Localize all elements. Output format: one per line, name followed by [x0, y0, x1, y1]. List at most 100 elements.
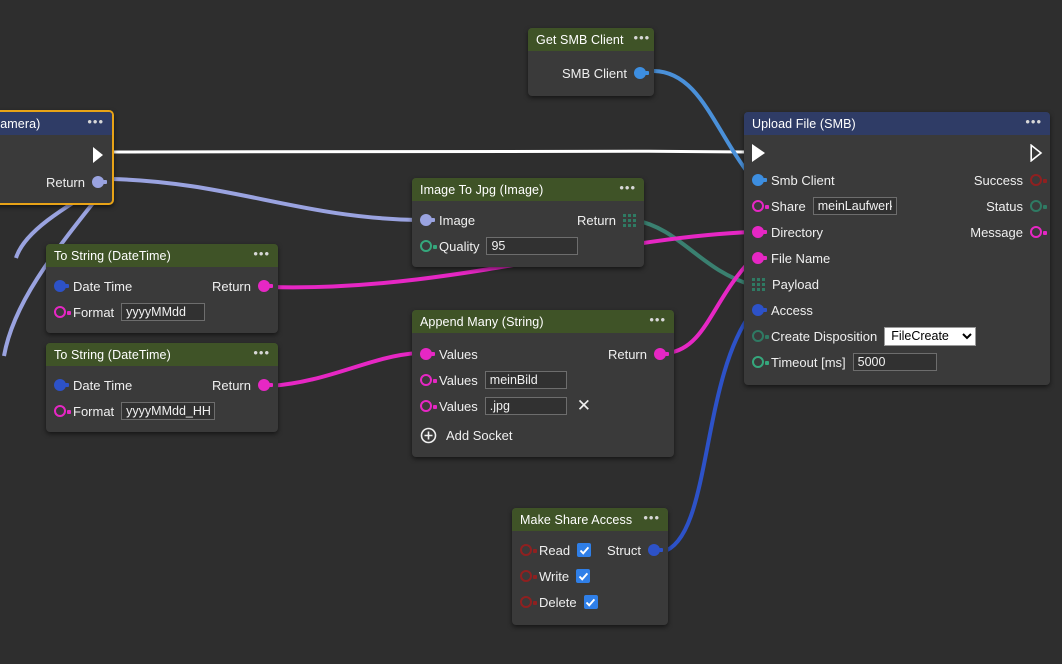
socket-status-out[interactable]: [1030, 200, 1047, 212]
socket-return-out[interactable]: [654, 348, 669, 360]
node-header[interactable]: Make Share Access •••: [512, 508, 668, 531]
node-menu-button[interactable]: •••: [1025, 113, 1042, 129]
node-to-string-datetime-1[interactable]: To String (DateTime) ••• Date Time Retur…: [46, 244, 278, 333]
socket-delete-in[interactable]: [520, 596, 537, 608]
node-image-camera[interactable]: Image (Camera) ••• Camera Return: [0, 110, 114, 205]
socket-create-disposition-in[interactable]: [752, 330, 769, 342]
socket-return-struct-out[interactable]: [623, 213, 636, 227]
exec-output-icon[interactable]: [92, 146, 104, 164]
input-label: Write: [539, 568, 570, 584]
input-label: Date Time: [73, 377, 133, 393]
socket-write-in[interactable]: [520, 570, 537, 582]
node-image-to-jpg[interactable]: Image To Jpg (Image) ••• Image Return Qu…: [412, 178, 644, 267]
values-input-1[interactable]: [484, 371, 567, 389]
socket-struct-out[interactable]: [648, 544, 663, 556]
exec-row: [744, 139, 1050, 167]
node-menu-button[interactable]: •••: [253, 344, 270, 360]
output-row-smb-client: SMB Client: [528, 60, 654, 86]
output-label: Return: [211, 377, 251, 393]
socket-image-in[interactable]: [420, 214, 435, 226]
socket-smb-client-in[interactable]: [752, 174, 767, 186]
row-format: Format: [46, 398, 278, 424]
socket-quality-in[interactable]: [420, 240, 437, 252]
node-header[interactable]: Append Many (String) •••: [412, 310, 674, 333]
timeout-input[interactable]: [852, 353, 937, 371]
input-label: Delete: [539, 594, 577, 610]
node-get-smb-client[interactable]: Get SMB Client ••• SMB Client: [528, 28, 654, 96]
values-input-2[interactable]: [484, 397, 567, 415]
input-label: Format: [73, 403, 115, 419]
socket-values-in-2[interactable]: [420, 400, 437, 412]
node-header[interactable]: To String (DateTime) •••: [46, 244, 278, 267]
node-header[interactable]: To String (DateTime) •••: [46, 343, 278, 366]
node-header[interactable]: Get SMB Client •••: [528, 28, 654, 51]
node-menu-button[interactable]: •••: [633, 29, 651, 45]
socket-timeout-in[interactable]: [752, 356, 769, 368]
row-date-time: Date Time Return: [46, 273, 278, 299]
read-checkbox[interactable]: [577, 543, 592, 557]
node-to-string-datetime-2[interactable]: To String (DateTime) ••• Date Time Retur…: [46, 343, 278, 432]
input-label: File Name: [771, 250, 831, 266]
output-label: Return: [45, 174, 85, 190]
output-label: Return: [576, 212, 616, 228]
create-disposition-select[interactable]: FileCreate: [884, 326, 977, 346]
socket-image-return[interactable]: [92, 176, 107, 188]
socket-smb-client-out[interactable]: [634, 67, 649, 79]
output-label: Struct: [607, 542, 641, 558]
output-label: SMB Client: [561, 65, 627, 81]
input-label: Smb Client: [771, 172, 835, 188]
socket-read-in[interactable]: [520, 544, 537, 556]
plus-circle-icon: [420, 427, 437, 444]
socket-message-out[interactable]: [1030, 226, 1047, 238]
socket-payload-in[interactable]: [752, 277, 765, 291]
socket-date-time-in[interactable]: [54, 379, 69, 391]
format-input[interactable]: [121, 402, 216, 420]
input-label: Values: [439, 398, 478, 414]
node-title: Image (Camera): [0, 116, 41, 131]
exec-output-icon[interactable]: [1030, 144, 1043, 162]
socket-format-in[interactable]: [54, 405, 71, 417]
format-input[interactable]: [121, 303, 206, 321]
socket-directory-in[interactable]: [752, 226, 767, 238]
node-append-many-string[interactable]: Append Many (String) ••• Values Return V…: [412, 310, 674, 457]
node-title: Get SMB Client: [536, 32, 624, 47]
input-label: Image: [439, 212, 476, 228]
add-socket-button[interactable]: Add Socket: [412, 419, 674, 447]
input-label: Directory: [771, 224, 824, 240]
node-title: Make Share Access: [520, 512, 633, 527]
node-header[interactable]: Upload File (SMB) •••: [744, 112, 1050, 135]
socket-format-in[interactable]: [54, 306, 71, 318]
node-menu-button[interactable]: •••: [87, 113, 104, 129]
socket-return-out[interactable]: [258, 280, 273, 292]
socket-values-in-1[interactable]: [420, 374, 437, 386]
input-label: Access: [771, 302, 813, 318]
input-label: Timeout [ms]: [771, 354, 846, 370]
input-label: Share: [771, 198, 806, 214]
row-file-name: File Name: [744, 245, 1050, 271]
socket-return-out[interactable]: [258, 379, 273, 391]
node-menu-button[interactable]: •••: [253, 245, 270, 261]
socket-access-in[interactable]: [752, 304, 767, 316]
socket-date-time-in[interactable]: [54, 280, 69, 292]
node-menu-button[interactable]: •••: [643, 509, 660, 525]
node-menu-button[interactable]: •••: [649, 311, 666, 327]
row-write: Write: [512, 563, 668, 589]
exec-input-icon[interactable]: [752, 144, 765, 162]
node-header[interactable]: Image To Jpg (Image) •••: [412, 178, 644, 201]
node-menu-button[interactable]: •••: [619, 179, 636, 195]
node-make-share-access[interactable]: Make Share Access ••• Read Struct: [512, 508, 668, 625]
quality-input[interactable]: [486, 237, 579, 255]
input-label: Date Time: [73, 278, 133, 294]
share-input[interactable]: [812, 197, 897, 215]
socket-success-out[interactable]: [1030, 174, 1047, 186]
socket-values-in-0[interactable]: [420, 348, 435, 360]
write-checkbox[interactable]: [576, 569, 591, 583]
remove-socket-icon[interactable]: ✕: [576, 396, 592, 415]
socket-file-name-in[interactable]: [752, 252, 767, 264]
node-header[interactable]: Image (Camera) •••: [0, 112, 112, 135]
socket-share-in[interactable]: [752, 200, 769, 212]
delete-checkbox[interactable]: [583, 595, 598, 609]
input-label: Payload: [772, 276, 819, 292]
node-upload-file-smb[interactable]: Upload File (SMB) ••• Smb Client Success: [744, 112, 1050, 385]
